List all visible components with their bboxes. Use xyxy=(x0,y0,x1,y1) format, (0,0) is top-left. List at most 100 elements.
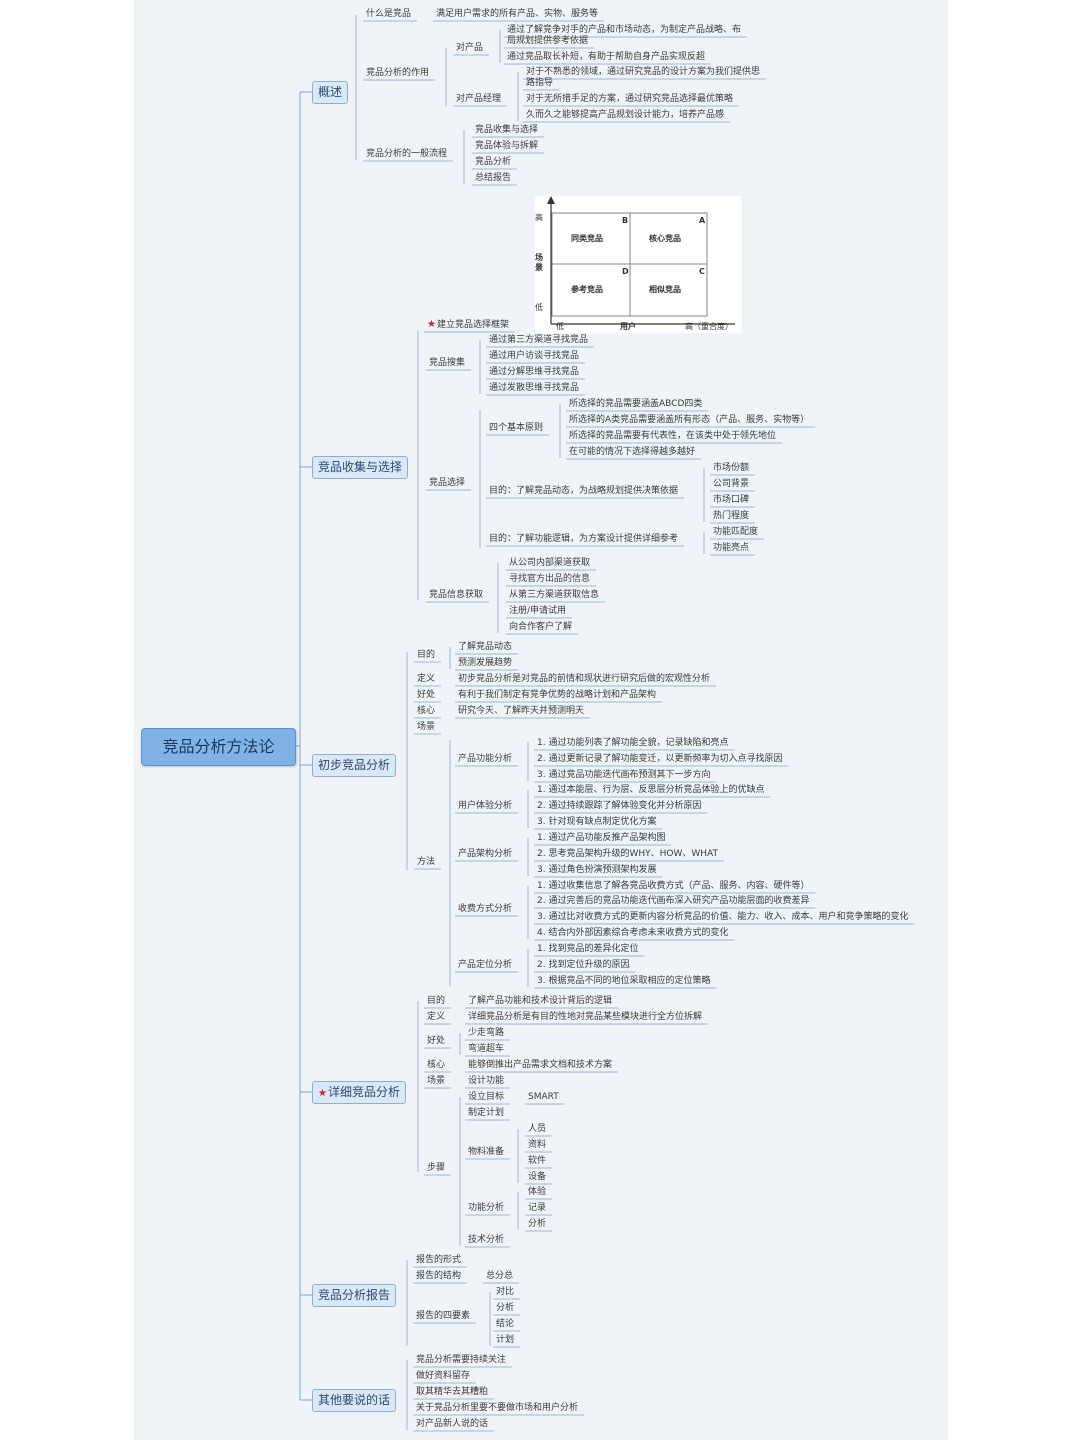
node-purpose-item[interactable]: 预测发展趋势 xyxy=(458,658,513,668)
node-principles[interactable]: 四个基本原则 xyxy=(489,423,544,433)
node-d-material-item[interactable]: 人员 xyxy=(528,1124,547,1134)
node-method[interactable]: 方法 xyxy=(417,857,436,867)
node-goal1[interactable]: 目的：了解竞品动态，为战略规划提供决策依据 xyxy=(489,486,679,496)
node-search-item[interactable]: 通过发散思维寻找竞品 xyxy=(489,383,580,393)
node-d-func-item[interactable]: 记录 xyxy=(528,1203,547,1213)
node-scene[interactable]: 场景 xyxy=(417,722,436,732)
node-d-goal-desc[interactable]: SMART xyxy=(528,1092,559,1102)
node-charge-item[interactable]: 3. 通过比对收费方式的更新内容分析竞品的价值、能力、收入、成本、用户和竞争策略… xyxy=(537,912,909,922)
node-d-benefit-item[interactable]: 弯道超车 xyxy=(468,1044,505,1054)
node-d-scene-desc[interactable]: 设计功能 xyxy=(468,1076,505,1086)
node-for-pm-2[interactable]: 对于无所措手足的方案，通过研究竞品选择最优策略 xyxy=(526,94,734,104)
node-purpose[interactable]: 目的 xyxy=(417,650,436,660)
node-position-item[interactable]: 2. 找到定位升级的原因 xyxy=(537,960,630,970)
node-position-item[interactable]: 1. 找到竞品的差异化定位 xyxy=(537,944,639,954)
node-definition[interactable]: 定义 xyxy=(417,674,436,684)
branch-overview[interactable]: 概述 xyxy=(312,81,349,104)
node-d-tech[interactable]: 技术分析 xyxy=(468,1235,505,1245)
node-search-item[interactable]: 通过分解思维寻找竞品 xyxy=(489,367,580,377)
node-arch-item[interactable]: 2. 思考竞品架构升级的WHY、HOW、WHAT xyxy=(537,849,718,859)
node-for-product-1a[interactable]: 通过了解竞争对手的产品和市场动态，为制定产品战略、布 xyxy=(507,25,742,35)
node-arch-item[interactable]: 1. 通过产品功能反推产品架构图 xyxy=(537,833,666,843)
node-r-element-item[interactable]: 计划 xyxy=(496,1335,515,1345)
node-d-material-item[interactable]: 软件 xyxy=(528,1156,547,1166)
node-principle-item[interactable]: 所选择的A类竞品需要涵盖所有形态（产品、服务、实物等） xyxy=(569,415,810,425)
node-goal2[interactable]: 目的：了解功能逻辑，为方案设计提供详细参考 xyxy=(489,534,679,544)
node-for-product-2[interactable]: 通过竞品取长补短，有助于帮助自身产品实现反超 xyxy=(507,52,706,62)
node-o-item[interactable]: 竞品分析需要持续关注 xyxy=(416,1355,507,1365)
node-func-item[interactable]: 2. 通过更新记录了解功能变迁，以更新频率为切入点寻找原因 xyxy=(537,754,783,764)
node-select[interactable]: 竞品选择 xyxy=(429,478,466,488)
node-role[interactable]: 竞品分析的作用 xyxy=(366,68,430,78)
branch-detail[interactable]: ★详细竞品分析 xyxy=(312,1081,406,1104)
node-d-func-item[interactable]: 分析 xyxy=(528,1219,547,1229)
node-arch[interactable]: 产品架构分析 xyxy=(458,849,513,859)
node-d-plan[interactable]: 制定计划 xyxy=(468,1108,505,1118)
node-d-steps[interactable]: 步骤 xyxy=(427,1163,446,1173)
node-goal1-item[interactable]: 市场口碑 xyxy=(713,495,750,505)
branch-other[interactable]: 其他要说的话 xyxy=(312,1389,397,1412)
node-ux-item[interactable]: 2. 通过持续跟踪了解体验变化并分析原因 xyxy=(537,801,702,811)
node-r-element-item[interactable]: 分析 xyxy=(496,1303,515,1313)
node-search[interactable]: 竞品搜集 xyxy=(429,358,466,368)
node-charge[interactable]: 收费方式分析 xyxy=(458,904,513,914)
branch-initial[interactable]: 初步竞品分析 xyxy=(312,754,397,777)
node-what-is-desc[interactable]: 满足用户需求的所有产品、实物、服务等 xyxy=(436,9,599,19)
node-benefit[interactable]: 好处 xyxy=(417,690,436,700)
node-d-material[interactable]: 物料准备 xyxy=(468,1147,505,1157)
node-r-element-item[interactable]: 结论 xyxy=(496,1319,515,1329)
node-charge-item[interactable]: 1. 通过收集信息了解各竞品收费方式（产品、服务、内容、硬件等） xyxy=(537,881,810,891)
node-r-structure[interactable]: 报告的结构 xyxy=(416,1271,462,1281)
node-charge-item[interactable]: 4. 结合内外部因素综合考虑未来收费方式的变化 xyxy=(537,928,729,938)
node-info[interactable]: 竞品信息获取 xyxy=(429,590,484,600)
node-goal2-item[interactable]: 功能亮点 xyxy=(713,543,750,553)
node-func[interactable]: 产品功能分析 xyxy=(458,754,513,764)
node-info-item[interactable]: 向合作客户了解 xyxy=(509,622,573,632)
node-benefit-desc[interactable]: 有利于我们制定有竞争优势的战略计划和产品架构 xyxy=(458,690,657,700)
node-info-item[interactable]: 从第三方渠道获取信息 xyxy=(509,590,600,600)
node-goal1-item[interactable]: 市场份额 xyxy=(713,463,750,473)
node-r-structure-desc[interactable]: 总分总 xyxy=(486,1271,514,1281)
node-d-func[interactable]: 功能分析 xyxy=(468,1203,505,1213)
node-for-product-1b[interactable]: 局规划提供参考依据 xyxy=(507,36,589,46)
node-ux[interactable]: 用户体验分析 xyxy=(458,801,513,811)
node-r-form[interactable]: 报告的形式 xyxy=(416,1255,462,1265)
branch-collect[interactable]: 竞品收集与选择 xyxy=(312,456,409,479)
node-position[interactable]: 产品定位分析 xyxy=(458,960,513,970)
node-r-elements[interactable]: 报告的四要素 xyxy=(416,1311,471,1321)
node-info-item[interactable]: 注册/申请试用 xyxy=(509,606,567,616)
root-node[interactable]: 竞品分析方法论 xyxy=(141,728,296,766)
node-o-item[interactable]: 做好资料留存 xyxy=(416,1371,471,1381)
branch-report[interactable]: 竞品分析报告 xyxy=(312,1284,397,1307)
node-d-material-item[interactable]: 资料 xyxy=(528,1140,547,1150)
node-what-is[interactable]: 什么是竞品 xyxy=(366,9,412,19)
node-charge-item[interactable]: 2. 通过完善后的竞品功能迭代画布深入研究产品功能层面的收费差异 xyxy=(537,896,810,906)
node-func-item[interactable]: 1. 通过功能列表了解功能全貌，记录缺陷和亮点 xyxy=(537,738,729,748)
node-d-definition[interactable]: 定义 xyxy=(427,1012,446,1022)
node-func-item[interactable]: 3. 通过竞品功能迭代画布预测其下一步方向 xyxy=(537,770,711,780)
node-o-item[interactable]: 对产品新人说的话 xyxy=(416,1419,489,1429)
node-info-item[interactable]: 寻找官方出品的信息 xyxy=(509,574,591,584)
node-d-material-item[interactable]: 设备 xyxy=(528,1172,547,1182)
node-d-benefit[interactable]: 好处 xyxy=(427,1036,446,1046)
node-purpose-item[interactable]: 了解竞品动态 xyxy=(458,642,513,652)
node-d-goal[interactable]: 设立目标 xyxy=(468,1092,505,1102)
node-definition-desc[interactable]: 初步竞品分析是对竞品的前情和现状进行研究后做的宏观性分析 xyxy=(458,674,711,684)
node-flow-item[interactable]: 竞品收集与选择 xyxy=(475,125,539,135)
node-for-pm[interactable]: 对产品经理 xyxy=(456,94,502,104)
node-flow-item[interactable]: 总结报告 xyxy=(475,173,512,183)
node-core-desc[interactable]: 研究今天、了解昨天并预测明天 xyxy=(458,706,585,716)
node-ux-item[interactable]: 3. 针对现有缺点制定优化方案 xyxy=(537,817,657,827)
node-arch-item[interactable]: 3. 通过角色扮演预测架构发展 xyxy=(537,865,657,875)
node-d-benefit-item[interactable]: 少走弯路 xyxy=(468,1028,505,1038)
node-d-core[interactable]: 核心 xyxy=(427,1060,446,1070)
node-principle-item[interactable]: 所选择的竞品需要涵盖ABCD四类 xyxy=(569,399,703,409)
node-search-item[interactable]: 通过用户访谈寻找竞品 xyxy=(489,351,580,361)
node-d-core-desc[interactable]: 能够倒推出产品需求文档和技术方案 xyxy=(468,1060,613,1070)
node-position-item[interactable]: 3. 根据竞品不同的地位采取相应的定位策略 xyxy=(537,976,711,986)
node-d-func-item[interactable]: 体验 xyxy=(528,1187,547,1197)
node-d-scene[interactable]: 场景 xyxy=(427,1076,446,1086)
node-framework[interactable]: ★建立竞品选择框架 xyxy=(427,319,509,331)
node-d-purpose[interactable]: 目的 xyxy=(427,996,446,1006)
node-d-purpose-desc[interactable]: 了解产品功能和技术设计背后的逻辑 xyxy=(468,996,613,1006)
